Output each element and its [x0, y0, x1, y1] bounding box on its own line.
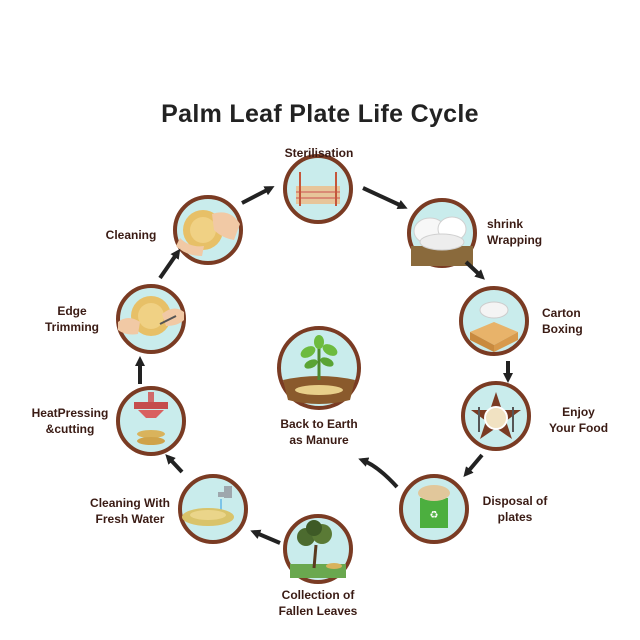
disposal-node: ♻ — [399, 474, 469, 544]
collection-node — [283, 514, 353, 584]
label-heat-pressing: HeatPressing &cutting — [31, 406, 109, 436]
svg-text:♻: ♻ — [430, 510, 439, 521]
shrink-wrapping-node — [407, 198, 477, 268]
arrow-food-to-disposal — [463, 453, 484, 478]
carton-boxing-node — [459, 286, 529, 356]
label-collection: Collection of Fallen Leaves — [278, 588, 358, 618]
arrow-sterilisation-to-wrapping — [362, 186, 408, 210]
label-disposal: Disposal of plates — [482, 494, 548, 524]
cleaning-water-node — [178, 474, 248, 544]
cleaning-node — [173, 195, 243, 265]
palm-tree-icon — [290, 520, 346, 578]
label-carton-boxing: Carton Boxing — [542, 306, 583, 336]
arrow-edge-trimming-to-cleaning — [158, 248, 181, 280]
water-tap-icon — [182, 486, 234, 526]
sterilisation-node — [283, 154, 353, 224]
sapling-icon — [283, 335, 355, 404]
cleaning-hands-icon — [176, 210, 240, 256]
diagram-title: Palm Leaf Plate Life Cycle — [161, 100, 479, 128]
enjoy-food-node — [461, 381, 531, 451]
arrow-wrapping-to-carton — [464, 260, 485, 280]
label-cleaning: Cleaning — [105, 228, 157, 242]
trimming-hands-icon — [118, 296, 184, 336]
arrow-disposal-to-earth — [358, 457, 399, 489]
back-to-earth-node — [277, 326, 361, 410]
recycle-bin-icon: ♻ — [418, 485, 450, 528]
arrow-cleaning-water-to-heat-pressing — [165, 454, 184, 474]
press-machine-icon — [134, 392, 168, 445]
plate-icon — [471, 392, 521, 439]
sterilisation-icon — [296, 172, 340, 206]
shrink-wrap-icon — [411, 216, 473, 266]
label-cleaning-water: Cleaning With Fresh Water — [90, 496, 170, 526]
arrow-collection-to-cleaning-water — [250, 529, 281, 545]
label-edge-trimming: Edge Trimming — [44, 304, 99, 334]
label-back-to-earth: Back to Earth as Manure — [280, 417, 358, 447]
arrow-cleaning-to-sterilisation — [241, 186, 275, 205]
carton-box-icon — [470, 301, 518, 352]
label-enjoy-food: Enjoy Your Food — [548, 405, 609, 435]
cycle-arrows — [135, 186, 513, 545]
label-sterilisation: Sterilisation — [284, 146, 354, 160]
heat-pressing-node — [116, 386, 186, 456]
label-shrink-wrapping: shrink Wrapping — [487, 217, 543, 247]
edge-trimming-node — [116, 284, 186, 354]
